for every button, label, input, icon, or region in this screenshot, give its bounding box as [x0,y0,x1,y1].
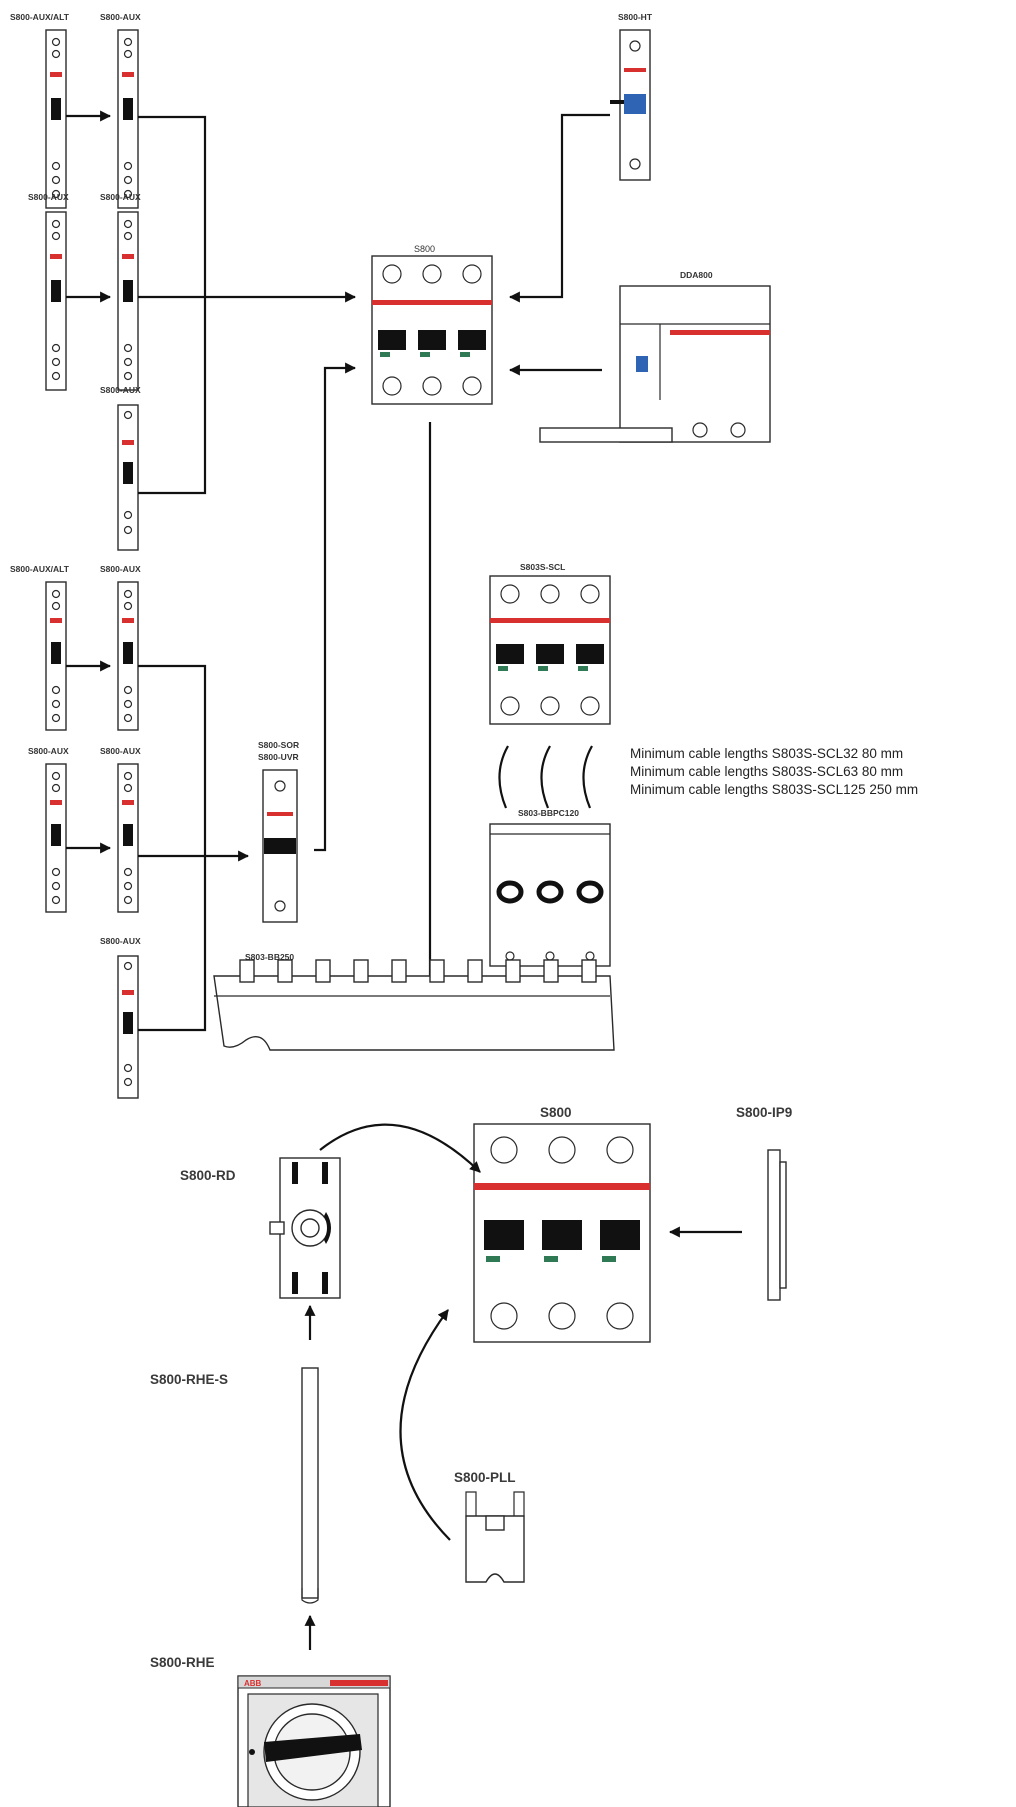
label-sor: S800-SOR [258,740,299,750]
arrow-pll-to-s800 [400,1310,450,1540]
label-dda800: DDA800 [680,270,713,280]
s800-breaker-top [372,256,492,404]
label-s800-pll: S800-PLL [454,1470,516,1485]
arrow-rd-to-s800 [320,1125,480,1172]
cable-note-3: Minimum cable lengths S803S-SCL125 250 m… [630,782,918,797]
label-s800-top: S800 [414,244,435,254]
bracket-aux-group-mid [138,666,205,1030]
aux-module-4a [118,582,138,730]
aux-alt-module-1 [46,30,66,208]
label-aux-2b: S800-AUX [100,192,141,202]
label-s800-rhe-s: S800-RHE-S [150,1372,228,1387]
label-aux-alt-2: S800-AUX/ALT [10,564,70,574]
s800-sor-uvr-device [263,770,297,922]
cable-note-2: Minimum cable lengths S803S-SCL63 80 mm [630,764,903,779]
aux-module-1a [118,30,138,208]
label-bbpc: S803-BBPC120 [518,808,579,818]
label-s800-bottom: S800 [540,1105,572,1120]
label-s800-rd: S800-RD [180,1168,236,1183]
s803-bbpc120-device [490,824,610,966]
s800-ip9-device [768,1150,786,1300]
label-s800-rhe: S800-RHE [150,1655,215,1670]
s800-breaker-bottom [474,1124,650,1342]
cable-note-1: Minimum cable lengths S803S-SCL32 80 mm [630,746,903,761]
busbar-device [214,960,614,1050]
label-uvr: S800-UVR [258,752,299,762]
aux-module-5b [118,764,138,912]
label-aux-5b: S800-AUX [100,746,141,756]
label-aux-3: S800-AUX [100,385,141,395]
aux-module-2b [118,212,138,390]
arrow-sor-to-s800 [314,368,355,850]
label-aux-2a: S800-AUX [28,192,69,202]
aux-module-6 [118,956,138,1098]
s800-rhe-s-shaft [302,1368,318,1603]
aux-module-2a [46,212,66,390]
s800-pll-device [466,1492,524,1582]
abb-logo: ABB [244,1679,262,1688]
label-scl: S803S-SCL [520,562,565,572]
label-s800-ip9: S800-IP9 [736,1105,792,1120]
label-aux-4a: S800-AUX [100,564,141,574]
aux-module-5a [46,764,66,912]
bracket-aux-group-top [138,117,205,493]
label-aux-alt-1: S800-AUX/ALT [10,12,70,22]
cable-icons [499,746,592,808]
s803s-scl-device [490,576,610,724]
s800-ht-device [610,30,650,180]
dda800-device [540,286,770,442]
aux-module-3 [118,405,138,550]
s800-rd-device [270,1158,340,1298]
aux-alt-module-2 [46,582,66,730]
label-aux-6: S800-AUX [100,936,141,946]
s800-rhe-handle: ABB [238,1676,390,1807]
label-aux-5a: S800-AUX [28,746,69,756]
label-s800-ht: S800-HT [618,12,653,22]
arrow-ht-to-s800 [510,115,610,297]
label-aux-1a: S800-AUX [100,12,141,22]
